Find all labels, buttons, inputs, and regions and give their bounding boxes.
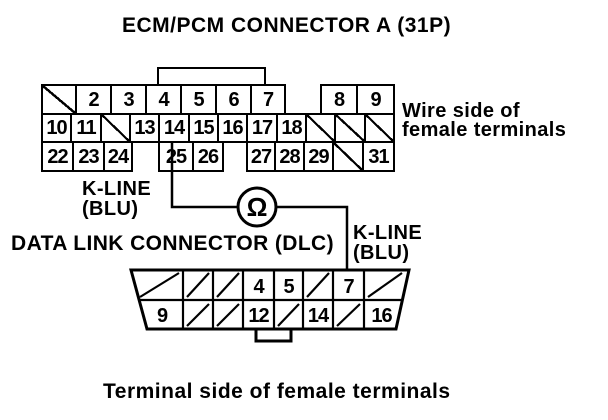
pin-cell-28: 28 — [274, 141, 305, 172]
pin-cell-5: 5 — [180, 84, 217, 115]
kline-label-ecm-line1: K-LINE — [82, 178, 152, 200]
pin-cell-27: 27 — [246, 141, 276, 172]
pin-cell-26: 26 — [192, 141, 224, 172]
pin-cell-3: 3 — [110, 84, 147, 115]
page-title: ECM/PCM CONNECTOR A (31P) — [122, 14, 452, 37]
wire-side-note: Wire side of female terminals — [402, 100, 567, 141]
pin-cell-unused — [305, 113, 336, 143]
kline-label-ecm-line2: (BLU) — [82, 198, 139, 220]
pin-cell-18: 18 — [276, 113, 307, 143]
pin-cell-8: 8 — [320, 84, 358, 115]
pin-cell-11: 11 — [70, 113, 102, 143]
pin-cell-29: 29 — [303, 141, 334, 172]
pin-cell-10: 10 — [41, 113, 72, 143]
kline-label-ecm: K-LINE (BLU) — [82, 179, 151, 219]
pin-cell-unused — [41, 84, 77, 115]
wire-side-note-line2: female terminals — [402, 119, 567, 141]
kline-label-dlc-line2: (BLU) — [353, 242, 410, 264]
pin-cell-25: 25 — [158, 141, 194, 172]
pin-cell-15: 15 — [188, 113, 219, 143]
dlc-title: DATA LINK CONNECTOR (DLC) — [11, 232, 335, 255]
wire-side-note-line1: Wire side of — [402, 100, 520, 122]
pin-cell-13: 13 — [129, 113, 160, 143]
pin-cell-7: 7 — [250, 84, 286, 115]
pin-cell-14: 14 — [158, 113, 190, 143]
pin-cell-4: 4 — [145, 84, 182, 115]
pin-cell-9: 9 — [356, 84, 395, 115]
pin-cell-unused — [364, 113, 395, 143]
pin-cell-24: 24 — [103, 141, 133, 172]
pin-cell-23: 23 — [72, 141, 105, 172]
kline-label-dlc-line1: K-LINE — [353, 222, 423, 244]
terminal-side-note: Terminal side of female terminals — [103, 380, 451, 403]
pin-cell-2: 2 — [75, 84, 112, 115]
pin-cell-16: 16 — [217, 113, 248, 143]
pin-cell-unused — [332, 141, 364, 172]
pin-cell-6: 6 — [215, 84, 252, 115]
pin-cell-17: 17 — [246, 113, 278, 143]
pin-cell-31: 31 — [362, 141, 395, 172]
pin-cell-unused — [100, 113, 131, 143]
kline-label-dlc: K-LINE (BLU) — [353, 223, 422, 263]
pin-cell-22: 22 — [41, 141, 74, 172]
pin-cell-unused — [334, 113, 366, 143]
